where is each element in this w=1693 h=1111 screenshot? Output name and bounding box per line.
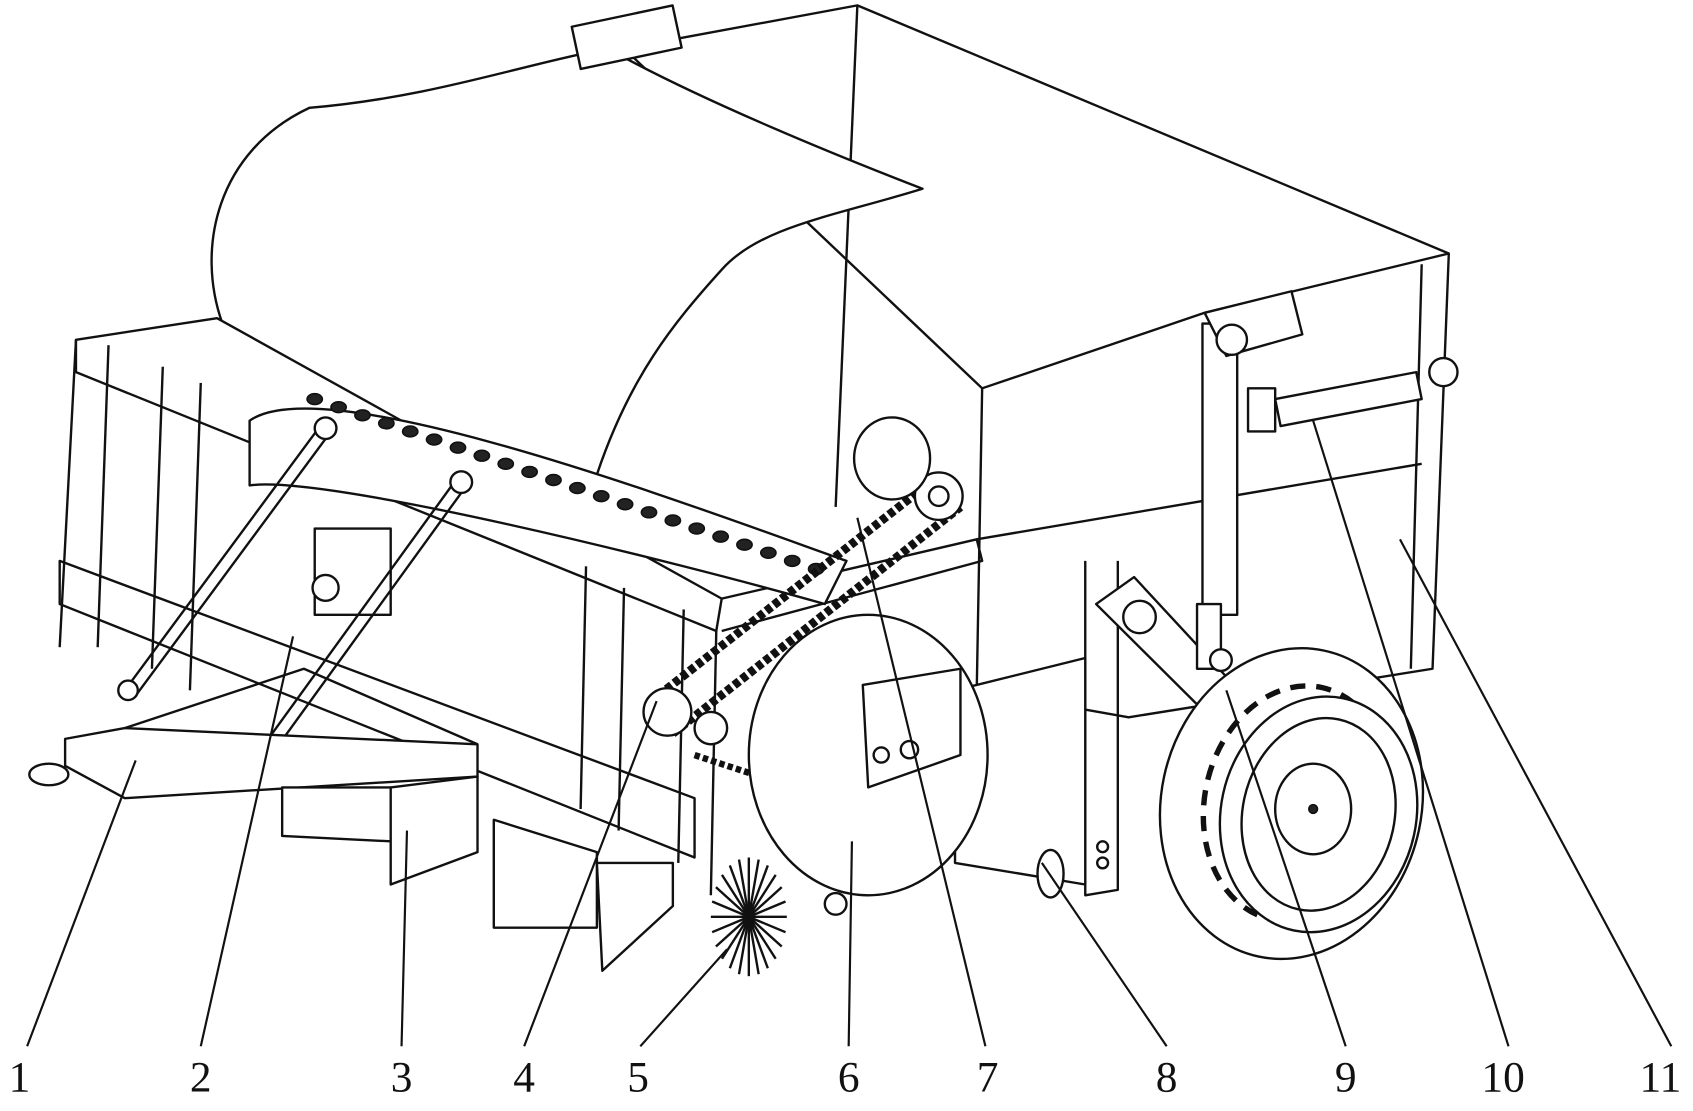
brush-bristle xyxy=(747,916,760,975)
gearbox-shaft xyxy=(311,573,340,602)
leader-lines xyxy=(26,420,1673,1047)
roller-tooth xyxy=(640,506,658,519)
brush-bristle xyxy=(728,865,750,918)
roller-tooth xyxy=(521,465,539,479)
brush-bristle xyxy=(748,915,783,948)
disc-wheel xyxy=(747,613,989,916)
label-10: 10 xyxy=(1481,1054,1524,1102)
roller-tooth xyxy=(425,433,443,446)
gearbox xyxy=(313,527,392,617)
brush-bristle xyxy=(748,886,783,918)
hitch-frame xyxy=(28,667,479,800)
ground-wheel xyxy=(1158,647,1425,961)
brush-bristle xyxy=(737,859,751,918)
brush-bristle xyxy=(711,900,750,918)
roller-tooth xyxy=(616,498,634,511)
chain-drive xyxy=(642,416,964,813)
brush-bristle xyxy=(720,916,750,960)
label-3: 3 xyxy=(391,1054,413,1102)
roller-tooth xyxy=(736,538,753,551)
brush-bristle xyxy=(728,916,750,969)
brush-bristle xyxy=(748,900,786,918)
film-sheet xyxy=(210,4,924,476)
brush-bristle xyxy=(747,865,769,918)
roller-tooth xyxy=(712,530,730,543)
label-1: 1 xyxy=(9,1054,31,1102)
brush-bristle xyxy=(711,915,750,934)
struts xyxy=(117,416,474,763)
roller-tooth xyxy=(330,400,348,414)
brush-bristle xyxy=(748,915,786,934)
roller-tooth xyxy=(306,392,324,406)
label-6: 6 xyxy=(838,1054,860,1102)
label-11: 11 xyxy=(1640,1054,1682,1102)
roller-tooth xyxy=(783,554,801,568)
digging-shovels xyxy=(280,775,675,972)
brush-bristle xyxy=(747,874,777,918)
brush-bristle xyxy=(720,874,750,918)
brush-bristle xyxy=(747,916,777,960)
roller-tooth xyxy=(449,441,467,454)
roller-tooth xyxy=(354,409,371,422)
brush-bristle xyxy=(715,886,750,918)
label-5: 5 xyxy=(627,1054,649,1102)
roller-tooth xyxy=(688,522,706,535)
label-9: 9 xyxy=(1335,1054,1357,1102)
label-2: 2 xyxy=(190,1054,212,1102)
brush-bristle xyxy=(715,915,750,948)
brush-wheel xyxy=(710,857,787,977)
roller-tooth xyxy=(545,473,562,487)
roller-tooth xyxy=(497,457,515,471)
roller-tooth xyxy=(592,489,610,503)
roller-tooth xyxy=(377,417,395,430)
toothed-roller xyxy=(248,392,848,606)
label-8: 8 xyxy=(1156,1054,1178,1102)
roller-tooth xyxy=(759,546,777,560)
brush-bristle xyxy=(737,916,751,975)
roller-tooth xyxy=(568,481,586,495)
label-7: 7 xyxy=(977,1054,999,1102)
brush-bristle xyxy=(747,859,760,918)
roller-tooth xyxy=(664,514,682,527)
brush-bristle xyxy=(747,916,769,969)
roller-tooth xyxy=(401,425,419,438)
label-4: 4 xyxy=(513,1054,535,1102)
roller-tooth xyxy=(473,449,491,462)
